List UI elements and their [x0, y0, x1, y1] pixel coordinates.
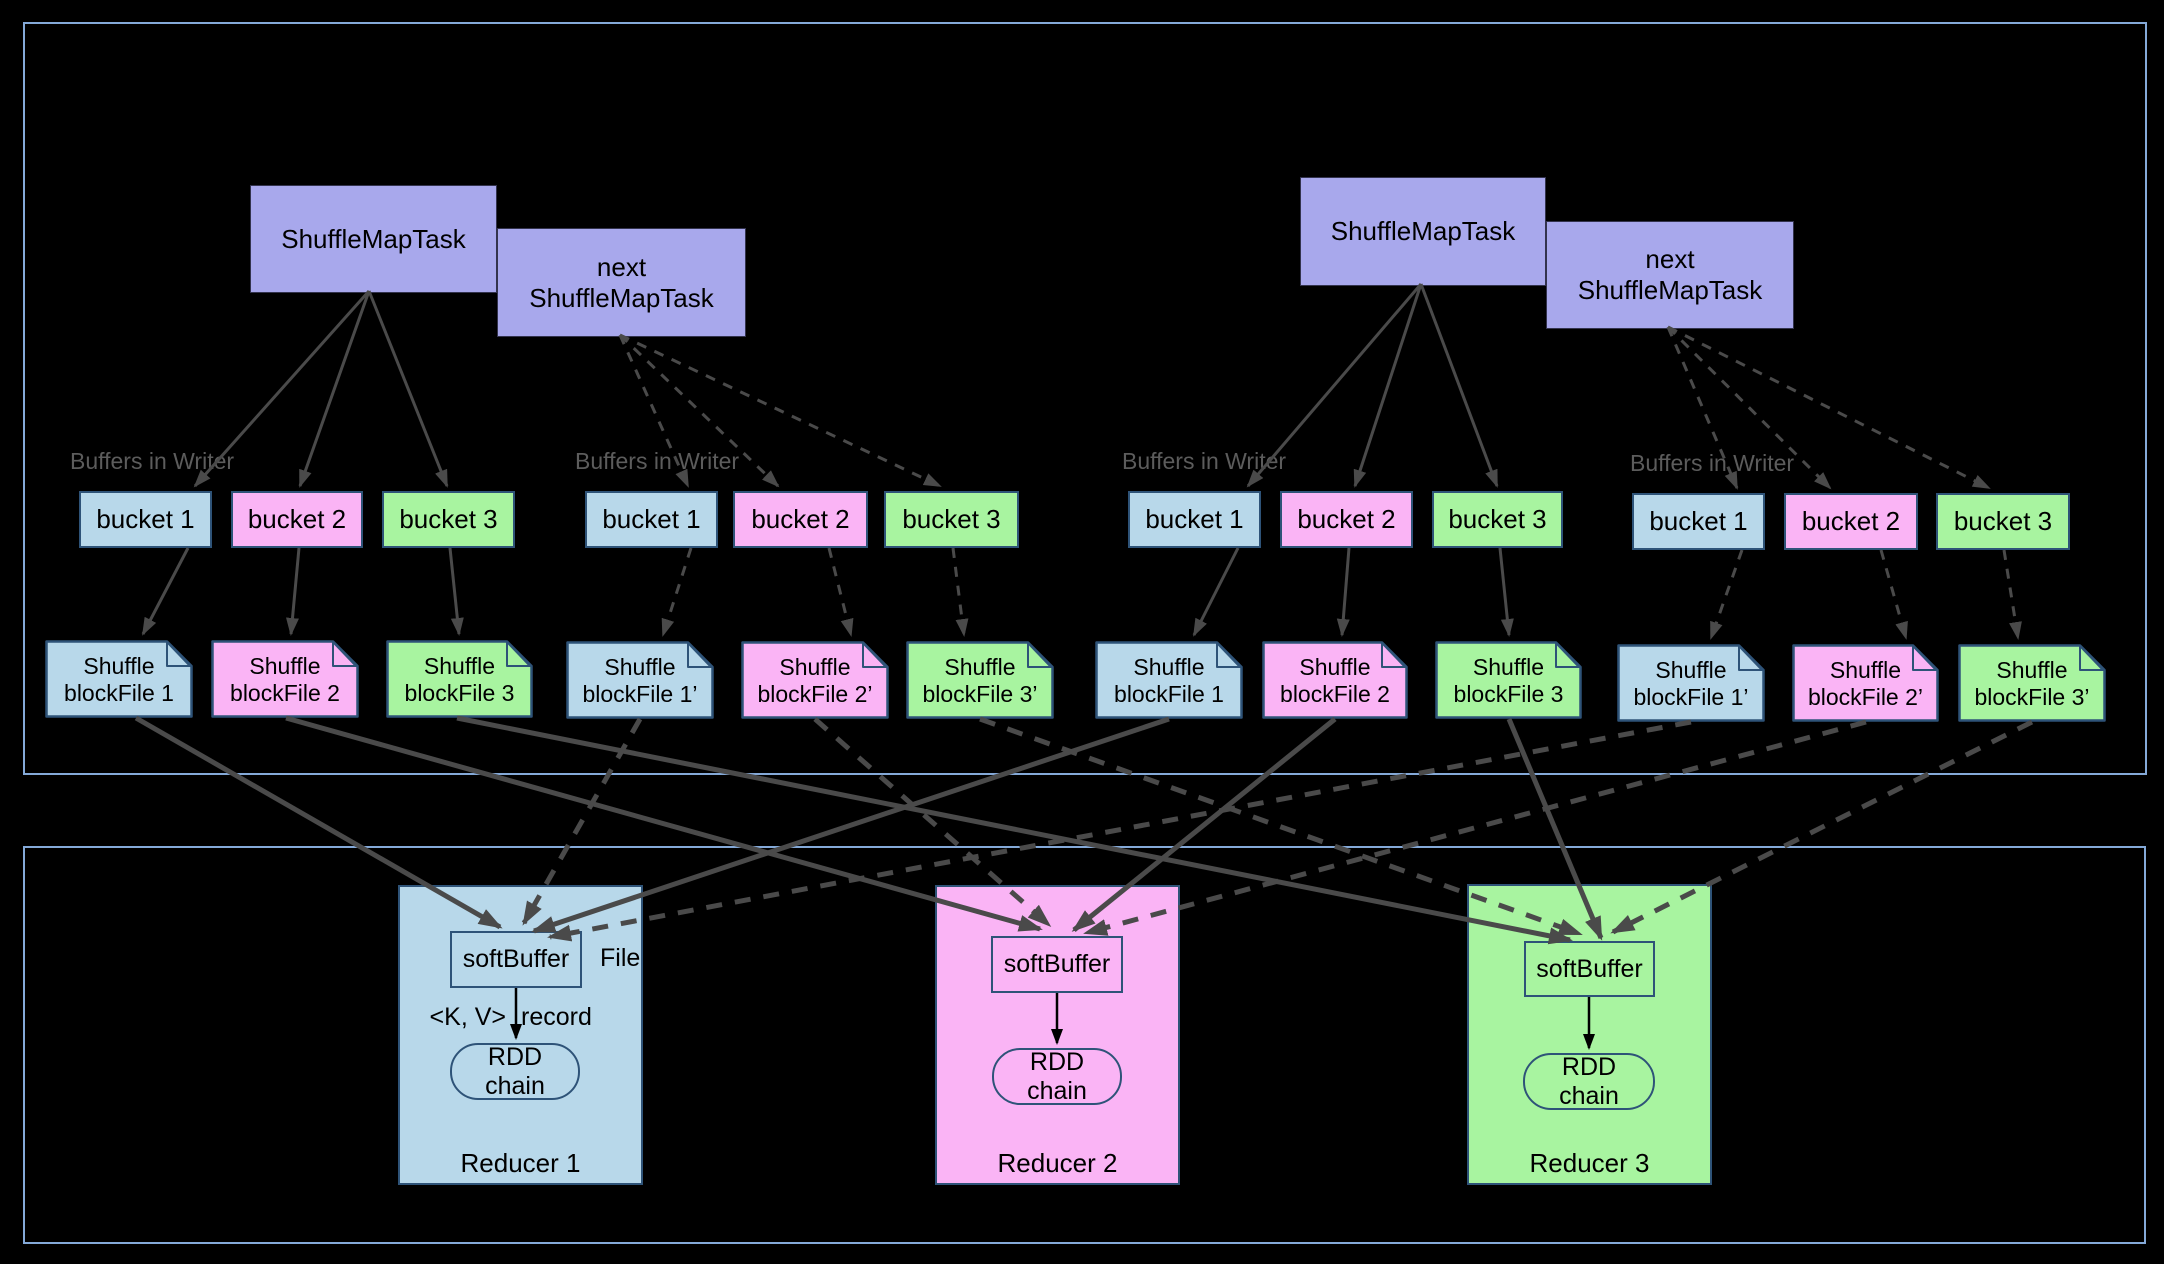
next-shuffle-map-task-box: next ShuffleMapTask [1546, 221, 1794, 329]
shuffle-block-file-g3-3: Shuffle blockFile 3 [1435, 641, 1582, 719]
record-annotation: record [521, 1003, 592, 1031]
shuffle-block-file-g2-3: Shuffle blockFile 3’ [906, 641, 1054, 719]
rdd-chain-node: RDD chain [450, 1043, 580, 1100]
reducer-2-box [935, 885, 1180, 1185]
soft-buffer-box: softBuffer [450, 931, 582, 988]
reducer-1-box [398, 885, 643, 1185]
file-annotation: File [600, 944, 641, 972]
bucket-g4-1: bucket 1 [1632, 493, 1765, 550]
reducer-title: Reducer 1 [460, 1148, 581, 1178]
file-label: Shuffle blockFile 3’ [922, 654, 1038, 707]
file-label: Shuffle blockFile 1’ [582, 654, 698, 707]
file-icon [1262, 641, 1408, 719]
file-icon [741, 641, 889, 719]
buffers-in-writer-label: Buffers in Writer [70, 448, 235, 474]
file-icon [1435, 641, 1582, 719]
file-icon [211, 640, 359, 718]
buffers-in-writer-label: Buffers in Writer [1122, 448, 1287, 474]
shuffle-map-task-box: ShuffleMapTask [250, 185, 497, 293]
shuffle-block-file-g4-1: Shuffle blockFile 1’ [1617, 644, 1765, 722]
shuffle-block-file-g2-1: Shuffle blockFile 1’ [566, 641, 714, 719]
bucket-g2-2: bucket 2 [733, 491, 868, 548]
file-label: Shuffle blockFile 1 [1114, 654, 1224, 707]
file-label: Shuffle blockFile 2’ [1807, 657, 1924, 710]
shuffle-block-file-g1-1: Shuffle blockFile 1 [45, 640, 193, 718]
bucket-g1-3: bucket 3 [382, 491, 515, 548]
file-icon [386, 640, 533, 718]
file-label: Shuffle blockFile 1 [64, 653, 174, 706]
rdd-chain-node: RDD chain [1523, 1053, 1655, 1110]
bucket-g2-1: bucket 1 [585, 491, 718, 548]
shuffle-block-file-g4-2: Shuffle blockFile 2’ [1792, 644, 1939, 722]
kv-annotation: <K, V> [429, 1003, 506, 1031]
bucket-g3-2: bucket 2 [1280, 491, 1413, 548]
shuffle-map-task-box: ShuffleMapTask [1300, 177, 1546, 286]
shuffle-block-file-g1-3: Shuffle blockFile 3 [386, 640, 533, 718]
shuffle-block-file-g2-2: Shuffle blockFile 2’ [741, 641, 889, 719]
buffers-in-writer-label: Buffers in Writer [575, 448, 740, 474]
bucket-g3-3: bucket 3 [1432, 491, 1563, 548]
file-icon [1792, 644, 1939, 722]
shuffle-block-file-g1-2: Shuffle blockFile 2 [211, 640, 359, 718]
shuffle-block-file-g3-2: Shuffle blockFile 2 [1262, 641, 1408, 719]
bucket-g4-2: bucket 2 [1784, 493, 1918, 550]
file-icon [906, 641, 1054, 719]
file-label: Shuffle blockFile 3 [404, 653, 515, 706]
file-label: Shuffle blockFile 3 [1453, 654, 1564, 707]
bucket-g4-3: bucket 3 [1936, 493, 2070, 550]
reducer-3-box [1467, 884, 1712, 1185]
shuffle-block-file-g4-3: Shuffle blockFile 3’ [1958, 644, 2106, 722]
bucket-g2-3: bucket 3 [884, 491, 1019, 548]
file-label: Shuffle blockFile 2’ [757, 654, 873, 707]
bucket-g1-1: bucket 1 [79, 491, 212, 548]
bucket-g1-2: bucket 2 [231, 491, 363, 548]
file-label: Shuffle blockFile 3’ [1974, 657, 2090, 710]
file-label: Shuffle blockFile 2 [230, 653, 340, 706]
buffers-in-writer-label: Buffers in Writer [1630, 450, 1795, 476]
reducer-title: Reducer 3 [1529, 1148, 1650, 1178]
soft-buffer-box: softBuffer [1524, 941, 1655, 997]
file-icon [1095, 641, 1243, 719]
next-shuffle-map-task-box: next ShuffleMapTask [497, 228, 746, 337]
file-icon [45, 640, 193, 718]
file-icon [566, 641, 714, 719]
file-icon [1617, 644, 1765, 722]
file-label: Shuffle blockFile 1’ [1633, 657, 1749, 710]
rdd-chain-node: RDD chain [992, 1048, 1122, 1105]
file-icon [1958, 644, 2106, 722]
shuffle-block-file-g3-1: Shuffle blockFile 1 [1095, 641, 1243, 719]
reducer-title: Reducer 2 [997, 1148, 1118, 1178]
file-label: Shuffle blockFile 2 [1280, 654, 1390, 707]
bucket-g3-1: bucket 1 [1128, 491, 1261, 548]
soft-buffer-box: softBuffer [991, 936, 1123, 993]
